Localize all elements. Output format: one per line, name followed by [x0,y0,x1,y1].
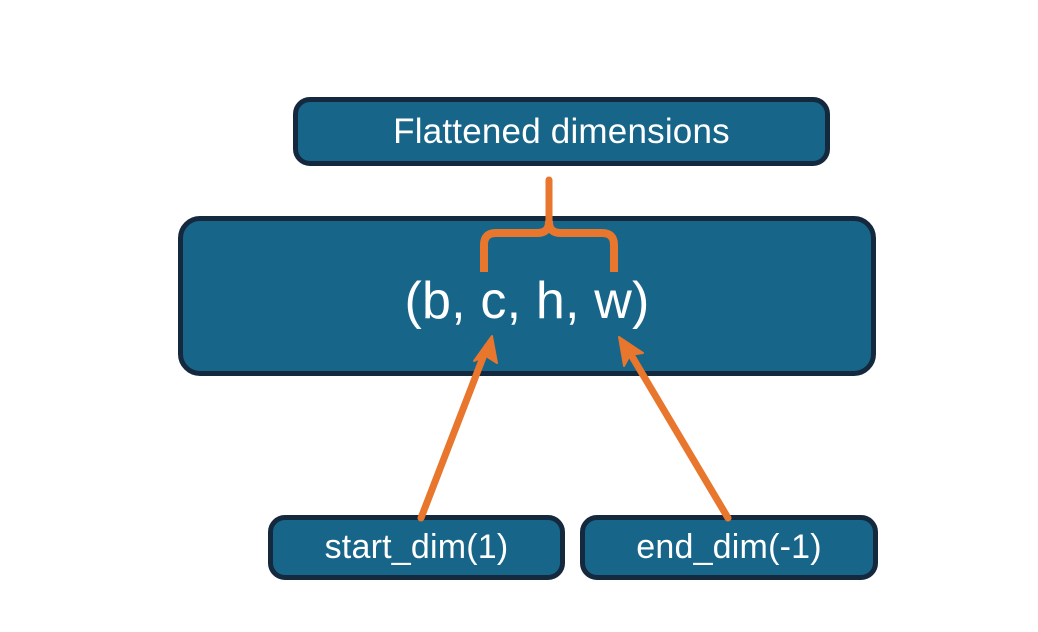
start-dim-label: start_dim(1) [324,528,509,566]
start-dim-box[interactable]: start_dim(1) [268,515,565,580]
tensor-shape-label: (b, c, h, w) [404,272,650,330]
tensor-shape-box[interactable]: (b, c, h, w) [178,216,876,376]
end-dim-box[interactable]: end_dim(-1) [580,515,878,580]
flattened-dimensions-box[interactable]: Flattened dimensions [293,97,830,166]
flattened-dimensions-label: Flattened dimensions [393,111,730,151]
end-dim-label: end_dim(-1) [636,528,822,566]
